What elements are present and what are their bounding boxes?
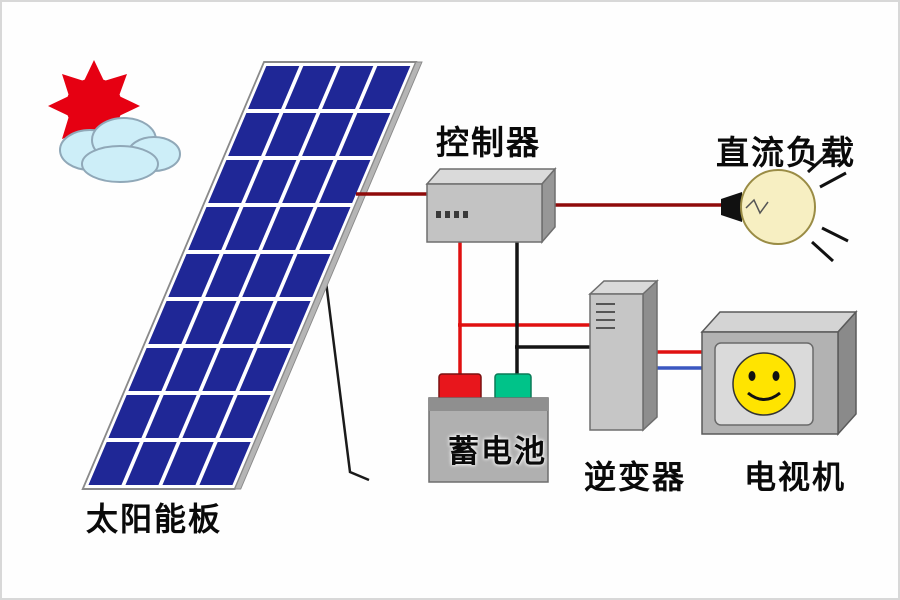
battery-terminal-negative xyxy=(494,373,532,401)
solar-cell xyxy=(319,160,371,203)
bulb-rays xyxy=(806,150,849,263)
bulb-glass xyxy=(740,169,816,245)
solar-cell xyxy=(222,301,274,344)
solar-cell xyxy=(168,254,220,297)
solar-cell xyxy=(239,348,291,391)
solar-cell xyxy=(199,442,251,485)
smiley-eye-right xyxy=(772,371,780,381)
controller-indicator-lights xyxy=(436,211,468,218)
battery xyxy=(428,373,549,483)
panel-support-leg xyxy=(320,249,370,482)
solar-cell xyxy=(185,301,237,344)
solar-cell xyxy=(162,442,214,485)
tv-right-face xyxy=(837,310,857,436)
bulb-base xyxy=(721,192,742,222)
battery-top-band xyxy=(429,398,548,411)
solar-cell xyxy=(108,395,160,438)
solar-cell xyxy=(165,348,217,391)
dc-load-label: 直流负载 xyxy=(716,134,856,171)
smiley-head xyxy=(732,352,796,416)
tv-label: 电视机 xyxy=(744,459,847,495)
tv-top-face xyxy=(700,311,858,333)
solar-cell xyxy=(225,207,277,250)
solar-cell xyxy=(322,66,374,109)
solar-panel xyxy=(81,61,423,490)
solar-cell xyxy=(262,207,314,250)
controller-label: 控制器 xyxy=(436,124,541,161)
battery-body xyxy=(428,397,549,483)
smiley-eye-left xyxy=(748,371,756,381)
solar-cell xyxy=(148,301,200,344)
solar-cell xyxy=(259,301,311,344)
battery-terminal-positive xyxy=(438,373,482,401)
solar-cell xyxy=(88,442,140,485)
solar-cell xyxy=(188,207,240,250)
solar-cell xyxy=(285,66,337,109)
dc-load-bulb xyxy=(721,150,849,263)
solar-cell xyxy=(279,254,331,297)
controller-top-face xyxy=(425,168,557,185)
battery-label: 蓄电池 xyxy=(448,434,547,469)
controller-box xyxy=(425,166,557,245)
solar-cell xyxy=(205,254,257,297)
inverter-front-face xyxy=(589,293,644,431)
inverter-vents xyxy=(596,303,615,329)
solar-cell xyxy=(145,395,197,438)
inverter-right-face xyxy=(642,279,658,432)
solar-cell xyxy=(339,113,391,156)
controller-front-face xyxy=(426,183,543,243)
solar-panel-label: 太阳能板 xyxy=(86,501,223,537)
inverter-label: 逆变器 xyxy=(584,459,687,495)
solar-cell xyxy=(245,160,297,203)
solar-cell xyxy=(302,113,354,156)
solar-cell xyxy=(265,113,317,156)
solar-cell xyxy=(282,160,334,203)
solar-cell xyxy=(182,395,234,438)
solar-panel-side-edge xyxy=(234,61,423,490)
solar-panel-cells xyxy=(88,66,411,485)
tv xyxy=(700,310,858,436)
solar-cell xyxy=(219,395,271,438)
solar-cell xyxy=(228,113,280,156)
solar-cell xyxy=(248,66,300,109)
solar-cell xyxy=(202,348,254,391)
solar-cell xyxy=(208,160,260,203)
solar-cell xyxy=(242,254,294,297)
smiley-mouth xyxy=(747,391,781,401)
solar-cell xyxy=(359,66,411,109)
inverter-box xyxy=(588,279,659,432)
solar-cell xyxy=(128,348,180,391)
smiley-face-icon xyxy=(732,352,796,416)
bulb-filament xyxy=(745,198,769,215)
cloud-icon xyxy=(59,117,181,183)
cloud-puff xyxy=(81,145,159,183)
solar-cell xyxy=(125,442,177,485)
solar-cell xyxy=(299,207,351,250)
